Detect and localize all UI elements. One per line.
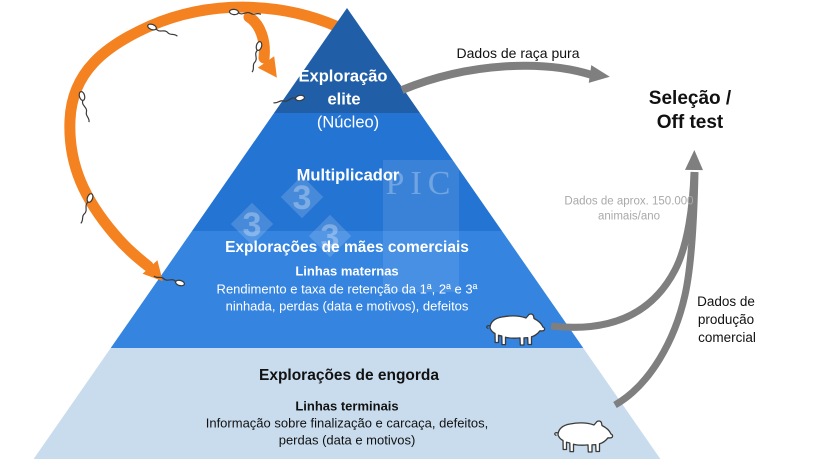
commercial-data-label-line3: comercial: [698, 330, 756, 346]
level3-detail-line2: ninhada, perdas (data e motivos), defeit…: [225, 298, 469, 314]
orange-flow-arrows: [64, 1, 342, 272]
level4-subtitle: Linhas terminais: [295, 398, 399, 414]
sperm-icon: [147, 23, 178, 37]
selection-arrowhead: [685, 150, 703, 171]
watermark-digit: 3: [321, 218, 340, 256]
level3-title: Explorações de mães comerciais: [225, 239, 469, 257]
watermark-brand: PIC: [386, 165, 457, 202]
sperm-icon: [251, 41, 263, 73]
watermark-digit: 3: [243, 206, 262, 244]
level4-detail-line1: Informação sobre finalização e carcaça, …: [205, 415, 489, 431]
pure-breed-data-arrow: [400, 61, 594, 94]
sperm-cells: [78, 8, 306, 287]
sperm-icon: [228, 8, 262, 16]
commercial-data-label-line1: Dados de: [697, 294, 755, 310]
sperm-icon: [80, 193, 94, 224]
sperm-icon: [78, 91, 90, 123]
level1-title-line2: elite: [327, 90, 361, 109]
pig333-watermark: 3 3 3: [230, 175, 352, 258]
sperm-icon: [153, 275, 185, 287]
level3-subtitle: Linhas maternas: [295, 263, 399, 279]
approx-data-label-line2: animais/ano: [597, 210, 661, 223]
orange-arrowhead-elite: [257, 56, 277, 78]
selection-label-line1: Seleção /: [648, 88, 732, 110]
commercial-data-label-line2: produção: [697, 312, 755, 328]
pig-icon: [486, 313, 546, 346]
orange-arrow-branch: [243, 11, 270, 64]
level1-subtitle: (Núcleo): [316, 113, 380, 132]
pure-breed-data-label: Dados de raça pura: [456, 44, 580, 61]
orange-arrowhead-maternal: [142, 260, 163, 282]
watermark-digit: 3: [293, 179, 312, 217]
pic-watermark: PIC: [383, 160, 459, 292]
pig-icon: [554, 420, 614, 453]
level3-detail-line1: Rendimento e taxa de retenção da 1ª, 2ª …: [216, 281, 478, 297]
gray-data-arrows: [400, 61, 699, 409]
commercial-data-arrow: [613, 171, 699, 409]
level4-detail-line2: perdas (data e motivos): [278, 432, 416, 448]
level4-title: Explorações de engorda: [258, 367, 440, 385]
level2-title: Multiplicador: [296, 166, 400, 185]
pure-breed-arrowhead: [588, 65, 610, 83]
level1-title-line1: Exploração: [298, 67, 388, 86]
selection-label-line2: Off test: [656, 112, 724, 134]
approx-data-label-line1: Dados de aprox. 150.000: [564, 195, 694, 208]
orange-arrow-main-loop: [64, 1, 342, 272]
